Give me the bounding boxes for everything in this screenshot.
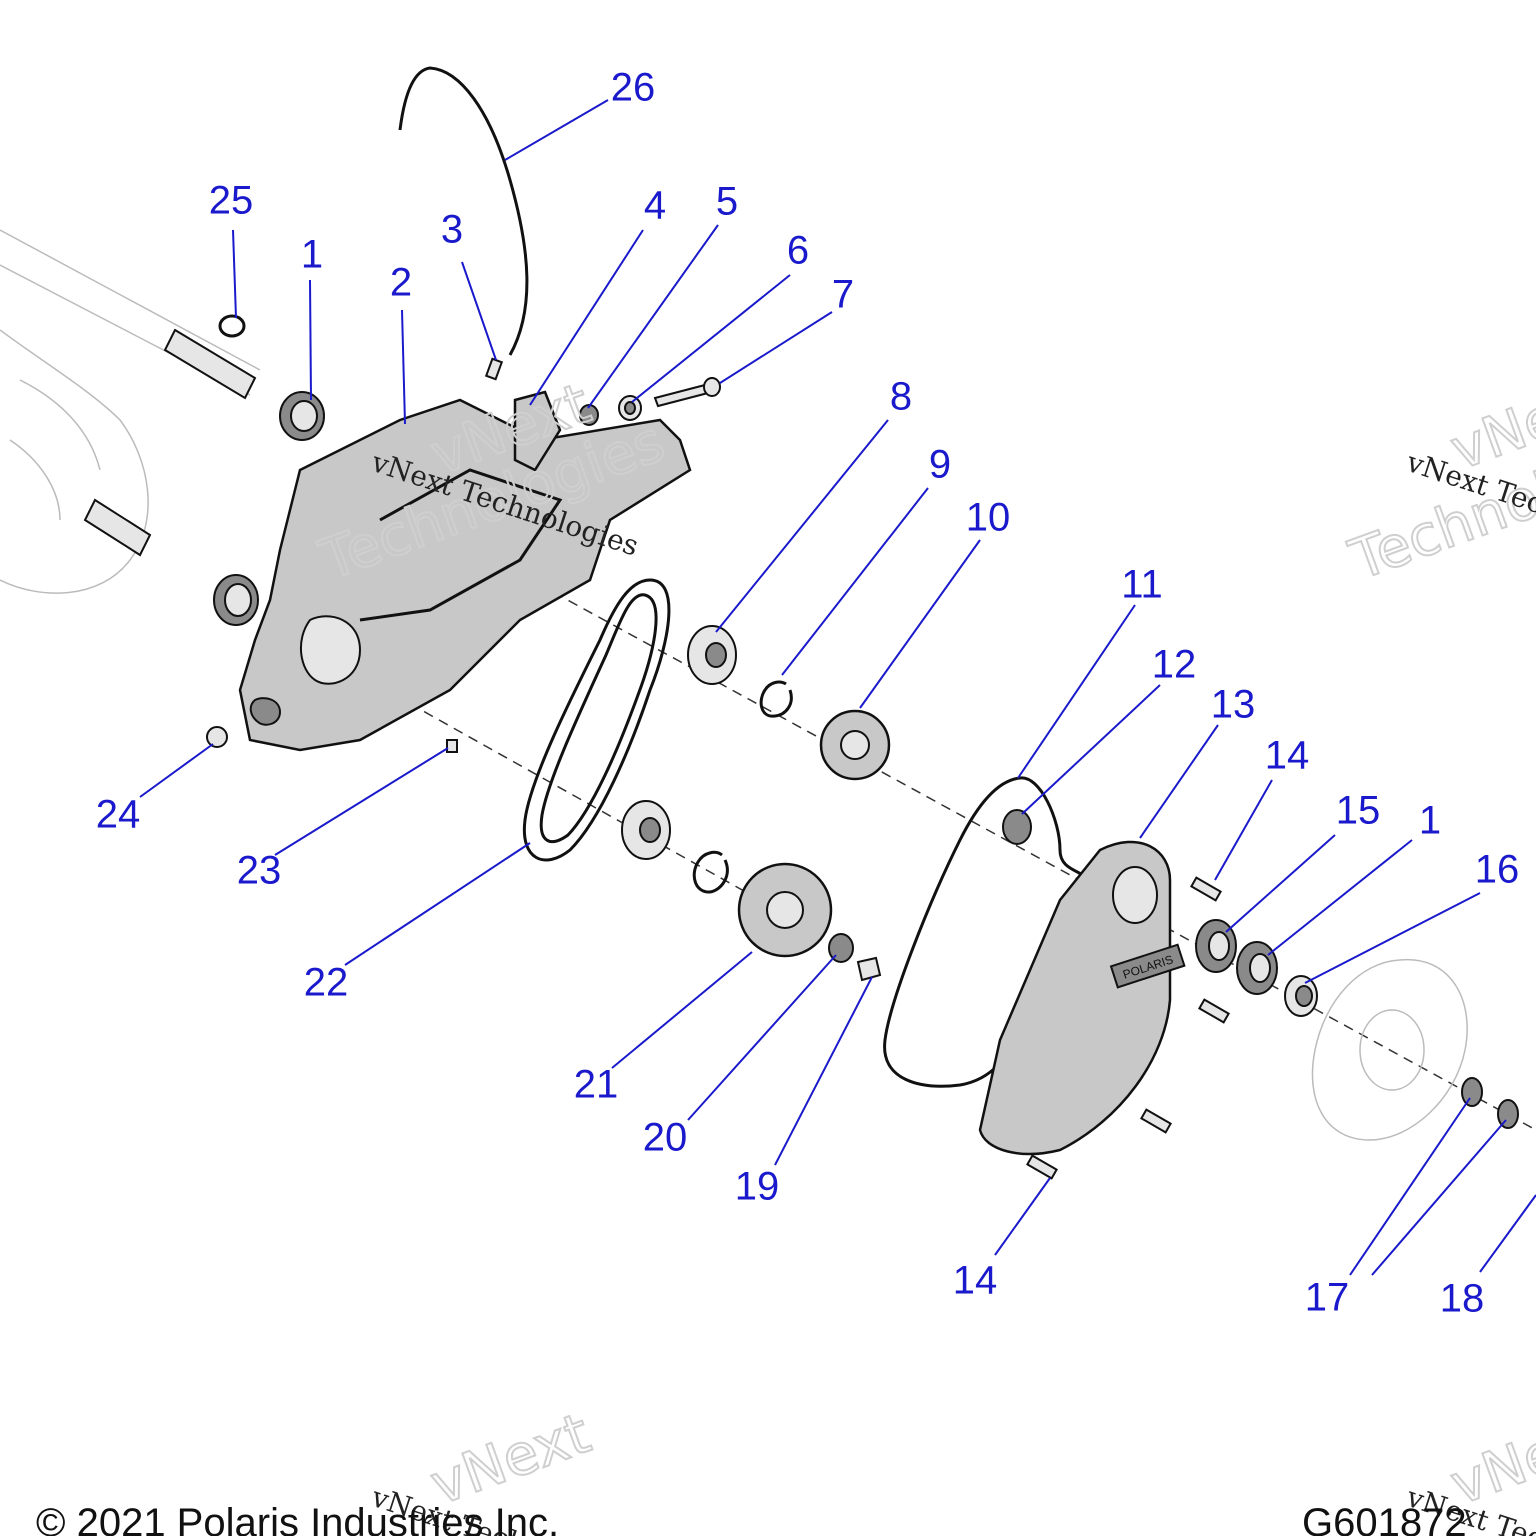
callout-25: 25 <box>209 179 254 223</box>
snap-ring-9 <box>759 680 793 718</box>
watermark-upper-right: vNext Technologies vNext Technologies <box>1341 365 1536 594</box>
dowel-pin-23 <box>446 739 458 753</box>
callout-15: 15 <box>1336 789 1381 833</box>
callout-20: 20 <box>643 1116 688 1160</box>
bolt-19 <box>856 956 882 982</box>
callout-1-right: 1 <box>1419 799 1441 843</box>
callout-19: 19 <box>735 1165 780 1209</box>
seal-lower-left <box>213 574 259 626</box>
callout-11: 11 <box>1121 563 1163 607</box>
seal-1-left <box>279 391 325 441</box>
cover-bolt-14-bottom <box>1026 1154 1058 1180</box>
cover-bolt-14-middle <box>1198 998 1230 1024</box>
washer-17-b <box>1497 1099 1519 1129</box>
bolt-7 <box>653 377 721 408</box>
callout-6: 6 <box>787 229 809 273</box>
tensioner-block <box>513 390 562 472</box>
axle-spline <box>83 328 257 557</box>
callout-17: 17 <box>1305 1276 1350 1320</box>
drawing-id: G601872 <box>1302 1501 1467 1536</box>
callout-9: 9 <box>929 443 951 487</box>
callout-14-upper: 14 <box>1265 734 1310 778</box>
cover-gasket <box>883 776 1092 1088</box>
bearing-15 <box>1195 919 1237 973</box>
seal-12 <box>1002 809 1032 845</box>
bushing-6 <box>618 395 642 421</box>
callout-16: 16 <box>1475 848 1520 892</box>
callout-12: 12 <box>1152 643 1197 687</box>
chaincase-housing <box>238 398 692 752</box>
callout-3: 3 <box>441 208 463 252</box>
washer-17-a <box>1461 1077 1483 1107</box>
callout-8: 8 <box>890 375 912 419</box>
callout-26: 26 <box>611 66 656 110</box>
callout-labels: 26 25 1 2 3 4 5 6 7 8 9 10 11 12 13 14 1… <box>96 66 1520 1321</box>
callout-10: 10 <box>966 496 1011 540</box>
bearing-8 <box>687 625 737 685</box>
callout-22: 22 <box>304 961 349 1005</box>
seal-1-right <box>1236 941 1278 995</box>
callout-5: 5 <box>716 180 738 224</box>
callout-4: 4 <box>644 184 666 228</box>
nut-24 <box>206 726 228 748</box>
snap-ring-25 <box>218 314 246 338</box>
cover-bolt-14-lower-right <box>1140 1108 1172 1134</box>
spacer-16 <box>1284 975 1318 1017</box>
callout-21: 21 <box>574 1063 619 1107</box>
copyright-footer: © 2021 Polaris Industries Inc. <box>36 1501 559 1536</box>
leader-lines <box>139 99 1536 1276</box>
snap-ring-lower <box>692 850 729 894</box>
callout-24: 24 <box>96 793 141 837</box>
callout-7: 7 <box>832 273 854 317</box>
sprocket-21 <box>737 862 833 958</box>
callout-14-lower: 14 <box>953 1259 998 1303</box>
callout-18: 18 <box>1440 1277 1485 1321</box>
cover-bolt-14-upper <box>1190 876 1222 902</box>
drive-chain <box>522 578 671 862</box>
sprocket-10 <box>819 709 891 781</box>
cover-logo-plate <box>1109 943 1186 989</box>
ghost-brake-disc <box>1311 958 1468 1141</box>
callout-1-upper: 1 <box>301 233 323 277</box>
chaincase-cover: POLARIS <box>978 840 1186 1156</box>
bearing-lower <box>621 800 671 860</box>
callout-13: 13 <box>1211 683 1256 727</box>
vent-hose <box>398 66 529 356</box>
callout-2: 2 <box>390 261 412 305</box>
hose-fitting <box>484 357 504 381</box>
callout-23: 23 <box>237 849 282 893</box>
